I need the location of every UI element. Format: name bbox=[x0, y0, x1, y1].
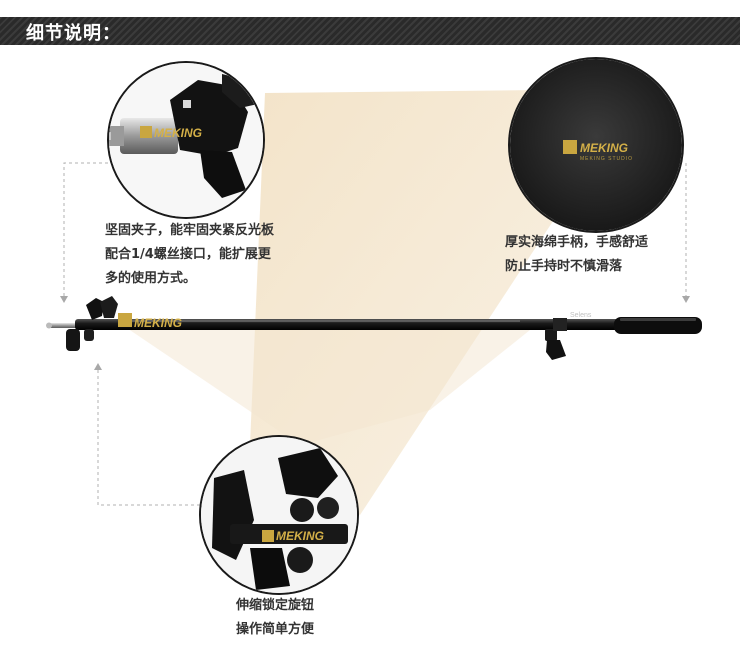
arrow-up-left-icon bbox=[94, 363, 102, 370]
clamp-closeup: MEKING bbox=[107, 61, 265, 219]
clamp-caption-line-1: 坚固夹子，能牢固夹紧反光板 bbox=[105, 223, 275, 238]
pole-logo: MEKING bbox=[134, 316, 182, 330]
knob-caption-line-2: 操作简单方便 bbox=[236, 622, 315, 637]
arrow-down-right-icon bbox=[682, 296, 690, 303]
tube-label: Selens bbox=[570, 312, 592, 319]
handle-caption-line-1: 厚实海绵手柄，手感舒适 bbox=[505, 235, 649, 250]
foam-handle-closeup: MEKING MEKING STUDIO bbox=[508, 57, 684, 233]
knob-caption-line-1: 伸缩锁定旋钮 bbox=[236, 598, 315, 613]
arrow-down-left-icon bbox=[60, 296, 68, 303]
clamp-caption: 坚固夹子，能牢固夹紧反光板 配合1/4螺丝接口，能扩展更 多的使用方式。 bbox=[105, 219, 274, 291]
handle-logo: MEKING bbox=[580, 141, 628, 155]
handle-caption: 厚实海绵手柄，手感舒适 防止手持时不慎滑落 bbox=[505, 231, 648, 279]
section-header-bar bbox=[0, 17, 740, 45]
handle-caption-line-2: 防止手持时不慎滑落 bbox=[505, 259, 623, 274]
knob-logo: MEKING bbox=[276, 529, 324, 543]
knob-caption: 伸缩锁定旋钮 操作简单方便 bbox=[236, 594, 314, 642]
handle-logo-tagline: MEKING STUDIO bbox=[580, 156, 633, 162]
clamp-caption-line-3: 多的使用方式。 bbox=[105, 271, 197, 286]
knob-closeup: MEKING bbox=[199, 435, 359, 595]
guide-lines bbox=[63, 162, 687, 506]
clamp-logo: MEKING bbox=[154, 126, 202, 140]
clamp-caption-line-2: 配合1/4螺丝接口，能扩展更 bbox=[105, 247, 271, 262]
highlight-beam-lower bbox=[115, 320, 540, 445]
section-title: 细节说明： bbox=[26, 23, 121, 44]
reflector-holder-pole: MEKING Selens bbox=[46, 296, 702, 360]
